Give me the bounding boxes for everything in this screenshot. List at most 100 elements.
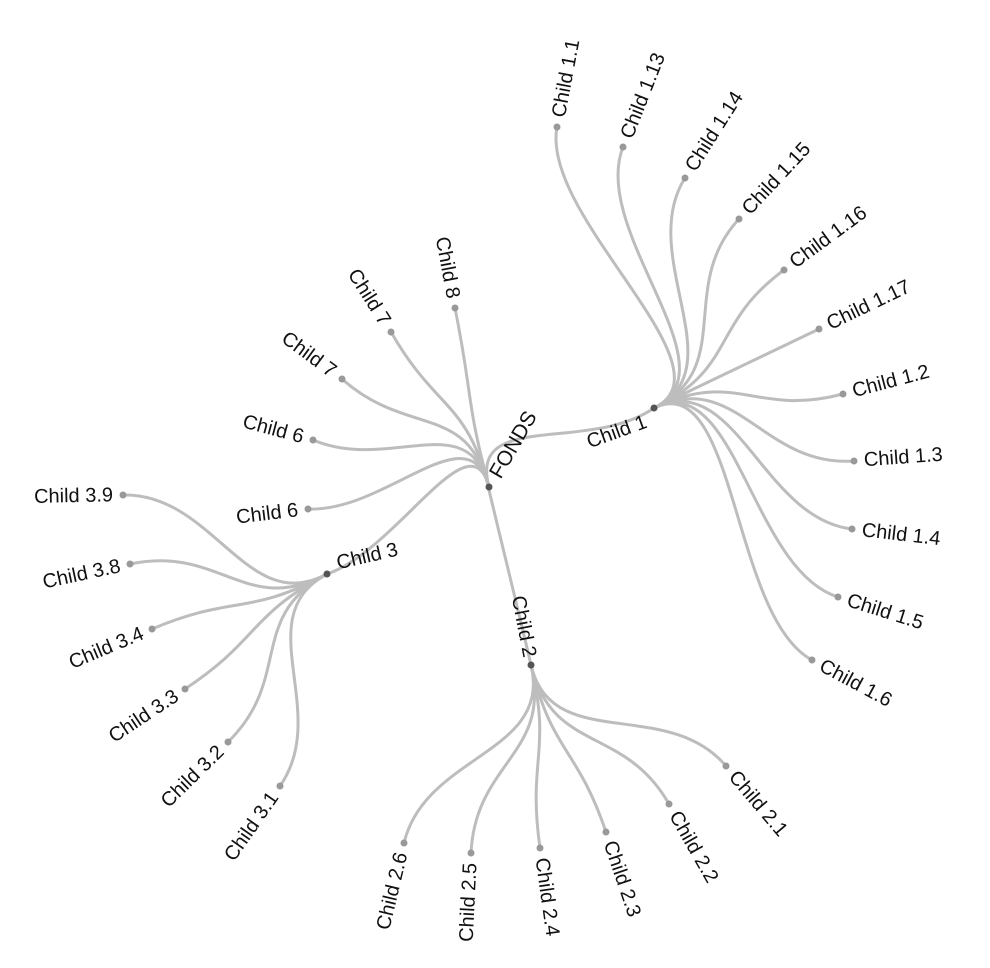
node-label: Child 6 [240, 411, 306, 448]
node-label: Child 2.6 [373, 850, 413, 932]
tree-link [150, 572, 329, 631]
leaf-node[interactable]: Child 2.4 [531, 844, 564, 938]
node-label: Child 1.15 [738, 138, 816, 219]
node-label: Child 1.14 [681, 88, 748, 176]
tree-link [652, 268, 786, 410]
node-label: Child 6 [235, 499, 299, 528]
node-dot[interactable] [602, 828, 610, 836]
leaf-node[interactable]: Child 3.9 [34, 484, 127, 508]
leaf-node[interactable]: Child 2.1 [722, 762, 792, 841]
leaf-node[interactable]: Child 1.6 [808, 655, 896, 712]
node-label: Child 1.1 [548, 38, 584, 120]
tree-link [652, 327, 821, 410]
node-label: Child 3.3 [105, 685, 183, 747]
node-dot[interactable] [848, 525, 856, 533]
node-label: Child 3.9 [34, 484, 113, 508]
node-label: Child 1.2 [850, 361, 932, 402]
leaf-node[interactable]: Child 1.13 [616, 50, 670, 151]
leaf-node[interactable]: Child 6 [240, 411, 317, 448]
leaf-node[interactable]: Child 1.4 [848, 519, 942, 550]
node-dot[interactable] [323, 570, 331, 578]
leaf-node[interactable]: Child 1.1 [548, 38, 584, 131]
leaf-node[interactable]: Child 3.3 [105, 685, 189, 747]
leaf-node[interactable]: Child 3.4 [66, 623, 156, 674]
tree-link [616, 145, 681, 410]
leaf-node[interactable]: Child 1.5 [834, 590, 927, 635]
tree-link [183, 572, 329, 691]
tree-link [529, 663, 671, 806]
leaf-node[interactable]: Child 2.5 [456, 849, 482, 943]
leaf-node[interactable]: Child 1.15 [735, 138, 816, 223]
node-dot[interactable] [400, 839, 408, 847]
leaf-node[interactable]: Child 3.8 [41, 555, 134, 593]
node-label: Child 3.4 [66, 623, 147, 674]
node-dot[interactable] [815, 325, 823, 333]
tree-link [325, 464, 491, 576]
node-dot[interactable] [181, 685, 189, 693]
leaf-node[interactable]: Child 7 [277, 327, 346, 383]
leaf-node[interactable]: Child 1.3 [850, 444, 944, 472]
tree-link [340, 377, 491, 489]
node-dot[interactable] [553, 123, 561, 131]
root-node[interactable]: FONDS [485, 407, 542, 491]
leaf-node[interactable]: Child 1.17 [815, 276, 915, 335]
node-dot[interactable] [309, 436, 317, 444]
leaf-node[interactable]: Child 8 [431, 235, 464, 312]
node-dot[interactable] [224, 738, 232, 746]
node-label: Child 1.3 [863, 444, 943, 472]
node-dot[interactable] [276, 782, 284, 790]
node-dot[interactable] [839, 390, 847, 398]
leaf-node[interactable]: Child 2.3 [599, 828, 645, 920]
leaf-node[interactable]: Child 1.14 [681, 88, 748, 182]
node-dot[interactable] [467, 849, 475, 857]
leaf-node[interactable]: Child 3.1 [220, 782, 284, 866]
tree-link [529, 663, 542, 850]
tree-link [652, 401, 840, 599]
node-dot[interactable] [338, 375, 346, 383]
branch-node[interactable]: Child 2 [507, 594, 540, 669]
node-dot[interactable] [735, 215, 743, 223]
node-label: Child 2.5 [456, 862, 482, 942]
tree-link [226, 572, 329, 744]
node-label: Child 2 [507, 594, 540, 659]
leaf-node[interactable]: Child 3.2 [157, 738, 232, 813]
node-dot[interactable] [536, 844, 544, 852]
node-dot[interactable] [387, 328, 395, 336]
node-dot[interactable] [665, 800, 673, 808]
node-dot[interactable] [126, 560, 134, 568]
node-dot[interactable] [722, 762, 730, 770]
node-dot[interactable] [681, 174, 689, 182]
node-dot[interactable] [304, 505, 312, 513]
node-label: Child 7 [343, 265, 395, 329]
node-dot[interactable] [148, 625, 156, 633]
leaf-node[interactable]: Child 7 [343, 265, 395, 336]
leaf-node[interactable]: Child 6 [235, 499, 312, 529]
leaf-node[interactable]: Child 2.2 [664, 800, 722, 887]
node-label: Child 1 [584, 411, 650, 453]
node-dot[interactable] [780, 266, 788, 274]
node-dot[interactable] [119, 491, 127, 499]
node-label: Child 1.4 [861, 519, 942, 550]
tree-links [121, 125, 856, 855]
node-dot[interactable] [485, 483, 493, 491]
leaf-node[interactable]: Child 1.2 [839, 361, 932, 402]
tree-link [652, 397, 856, 463]
node-dot[interactable] [650, 404, 658, 412]
node-dot[interactable] [451, 304, 459, 312]
tree-link [128, 559, 329, 590]
node-dot[interactable] [527, 661, 535, 669]
node-label: Child 1.16 [786, 202, 872, 273]
node-dot[interactable] [808, 656, 816, 664]
tree-link [306, 457, 491, 511]
node-label: Child 2.4 [531, 856, 564, 937]
leaf-node[interactable]: Child 1.16 [780, 202, 872, 274]
node-dot[interactable] [619, 143, 627, 151]
node-dot[interactable] [834, 593, 842, 601]
node-dot[interactable] [850, 457, 858, 465]
tree-link [652, 217, 741, 410]
node-label: Child 8 [431, 235, 464, 300]
leaf-node[interactable]: Child 2.6 [373, 839, 413, 933]
node-label: Child 2.1 [724, 766, 792, 840]
